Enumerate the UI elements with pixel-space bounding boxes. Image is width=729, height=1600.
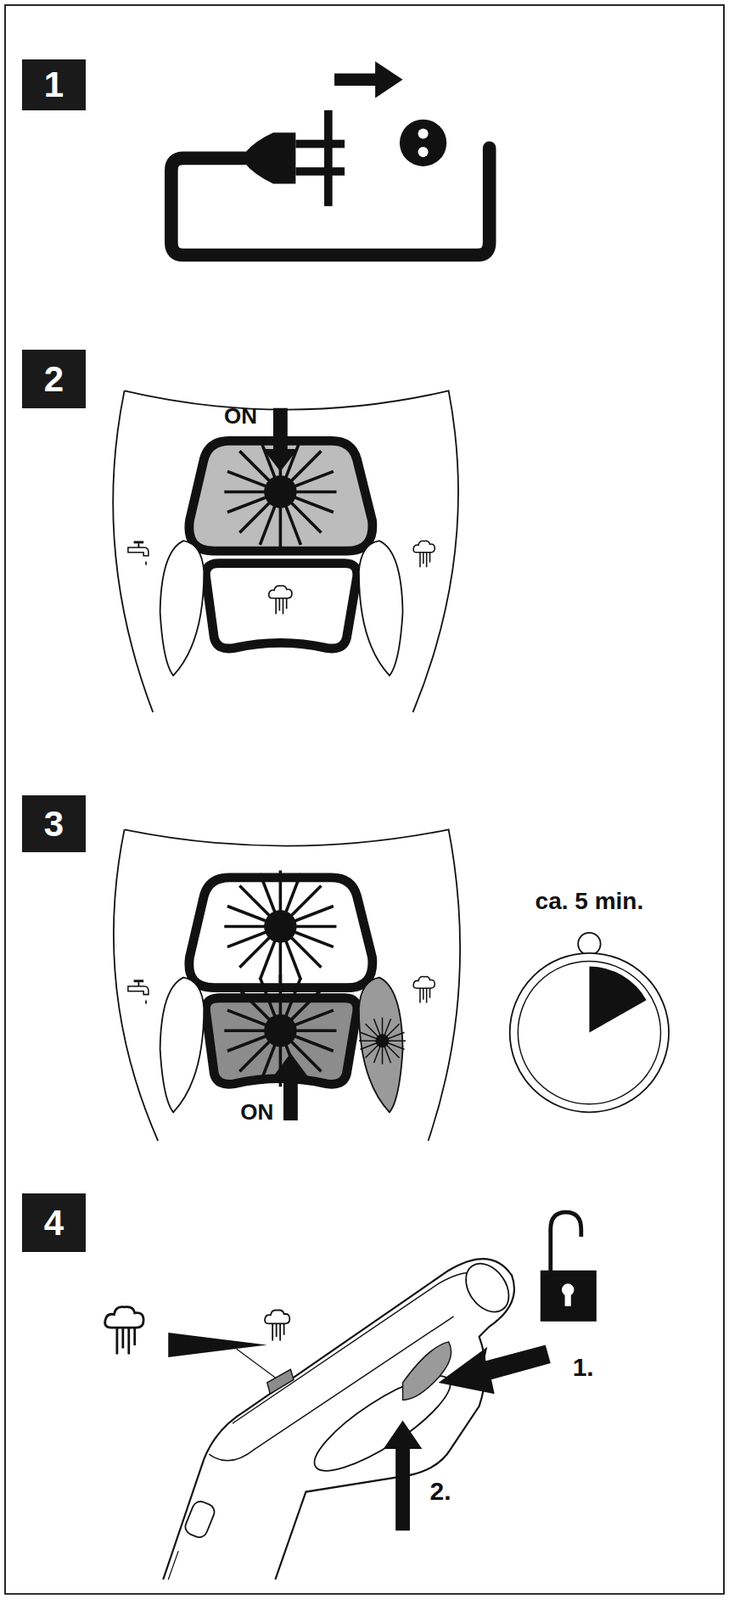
step-number-box: 2 bbox=[22, 349, 86, 409]
step-number-box: 1 bbox=[22, 59, 86, 111]
step-number-box: 4 bbox=[22, 1193, 86, 1252]
step-callout: 2. bbox=[429, 1476, 451, 1505]
step-number: 3 bbox=[44, 806, 64, 842]
steam-gun-illustration bbox=[105, 1211, 597, 1580]
step-number-box: 3 bbox=[22, 795, 86, 853]
step-number: 4 bbox=[44, 1205, 64, 1241]
control-panel-steam-on bbox=[113, 829, 669, 1141]
duration-label: ca. 5 min. bbox=[535, 888, 645, 915]
plug-illustration bbox=[171, 61, 490, 255]
on-label: ON bbox=[224, 403, 258, 429]
on-label: ON bbox=[240, 1099, 274, 1124]
step-number: 2 bbox=[44, 361, 64, 398]
step-number: 1 bbox=[44, 67, 64, 103]
step-callout: 1. bbox=[572, 1351, 595, 1380]
control-panel-on bbox=[112, 390, 459, 713]
page-frame bbox=[5, 5, 724, 1594]
